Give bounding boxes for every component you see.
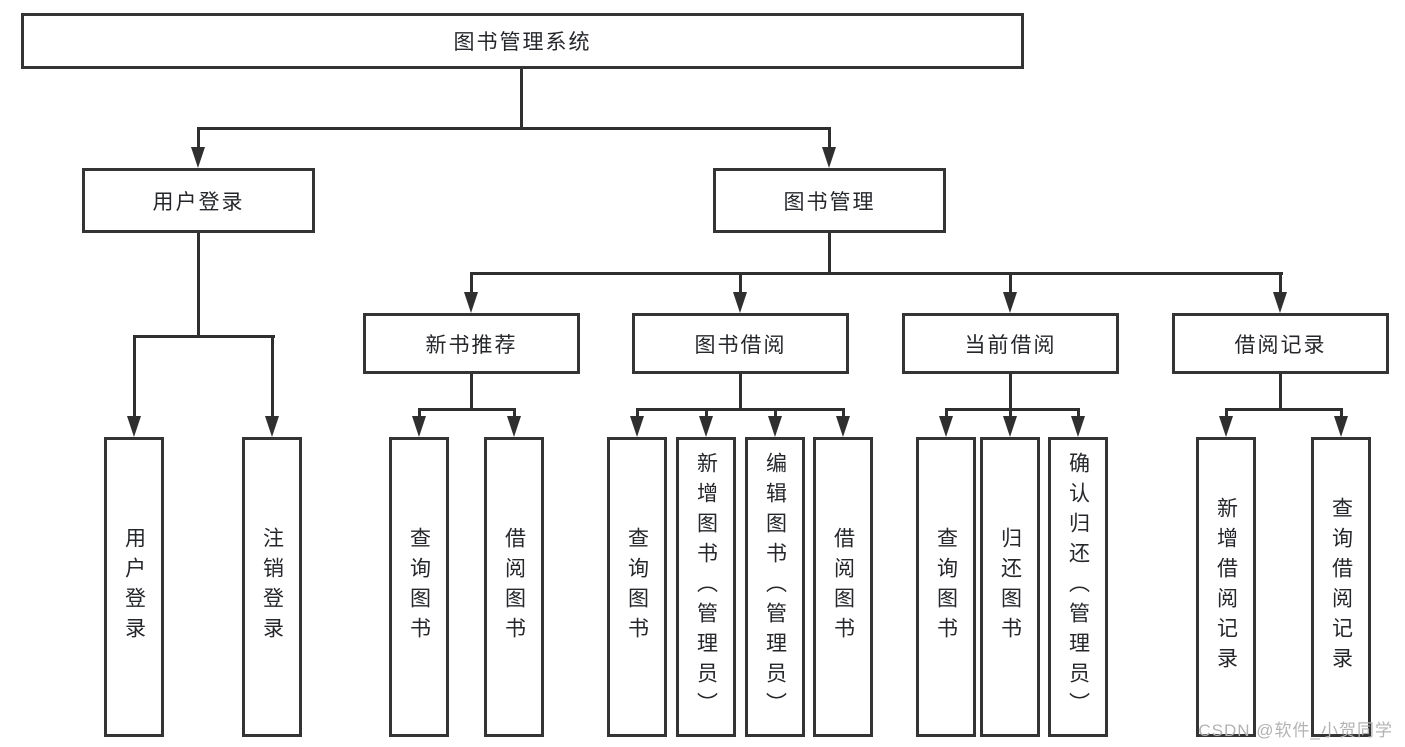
arrow-down-icon xyxy=(699,416,713,437)
edge-borrowing-records-stub xyxy=(1279,374,1282,410)
edge-book-borrowing-stub xyxy=(739,374,742,410)
edge-user-login-stub xyxy=(197,233,200,337)
arrow-down-icon xyxy=(768,416,782,437)
leaf-return-books: 归还图书 xyxy=(980,437,1040,737)
leaf-confirm-return-admin: 确认归还（管理员） xyxy=(1048,437,1108,737)
edge-user-login-hline xyxy=(133,335,275,338)
arrow-down-icon xyxy=(939,416,953,437)
arrow-down-icon xyxy=(127,416,141,437)
edge-borrowing-records-hline xyxy=(1225,408,1343,411)
edge-leaf-line xyxy=(1340,408,1343,419)
edge-leaf-line xyxy=(842,408,845,419)
arrow-down-icon xyxy=(836,416,850,437)
arrow-down-icon xyxy=(1334,416,1348,437)
edge-to-user-login-line xyxy=(197,127,200,151)
arrow-down-icon xyxy=(1219,416,1233,437)
leaf-add-borrow-record: 新增借阅记录 xyxy=(1196,437,1256,737)
leaf-query-borrow-record: 查询借阅记录 xyxy=(1311,437,1371,737)
node-borrowing-records: 借阅记录 xyxy=(1172,313,1389,374)
edge-to-current-borrowing-line xyxy=(1009,272,1012,295)
arrow-down-icon xyxy=(464,292,478,313)
edge-to-leaf-logout-line xyxy=(271,335,274,419)
leaf-edit-books-admin: 编辑图书（管理员） xyxy=(745,437,805,737)
leaf-borrow-books-borrowing: 借阅图书 xyxy=(813,437,873,737)
edge-leaf-line xyxy=(1009,408,1012,419)
leaf-query-books-recommend: 查询图书 xyxy=(389,437,449,737)
edge-to-book-borrowing-line xyxy=(739,272,742,295)
leaf-query-books-current: 查询图书 xyxy=(916,437,976,737)
edge-leaf-line xyxy=(774,408,777,419)
node-user-login: 用户登录 xyxy=(82,168,315,233)
edge-to-leaf-user-login-line xyxy=(133,335,136,419)
arrow-down-icon xyxy=(412,416,426,437)
edge-leaf-line xyxy=(636,408,639,419)
edge-to-book-management-line xyxy=(828,127,831,151)
edge-leaf-line xyxy=(418,408,421,419)
edge-leaf-line xyxy=(705,408,708,419)
edge-leaf-line xyxy=(513,408,516,419)
node-root: 图书管理系统 xyxy=(21,13,1024,69)
edge-new-book-recommend-hline xyxy=(418,408,516,411)
arrow-down-icon xyxy=(822,147,836,168)
edge-to-new-book-recommend-line xyxy=(470,272,473,295)
leaf-borrow-books-recommend: 借阅图书 xyxy=(484,437,544,737)
edge-leaf-line xyxy=(1225,408,1228,419)
leaf-query-books-borrowing: 查询图书 xyxy=(607,437,667,737)
leaf-logout: 注销登录 xyxy=(242,437,302,737)
edge-book-management-stub xyxy=(828,233,831,274)
node-new-book-recommend: 新书推荐 xyxy=(363,313,580,374)
arrow-down-icon xyxy=(733,292,747,313)
arrow-down-icon xyxy=(191,147,205,168)
leaf-user-login: 用户登录 xyxy=(104,437,164,737)
csdn-watermark: CSDN @软件_小贺同学 xyxy=(1198,721,1393,740)
edge-root-stub xyxy=(520,69,523,127)
edge-book-borrowing-hline xyxy=(636,408,845,411)
edge-leaf-line xyxy=(1077,408,1080,419)
edge-leaf-line xyxy=(945,408,948,419)
arrow-down-icon xyxy=(1003,292,1017,313)
arrow-down-icon xyxy=(507,416,521,437)
edge-to-borrowing-records-line xyxy=(1279,272,1282,295)
arrow-down-icon xyxy=(1071,416,1085,437)
edge-new-book-recommend-stub xyxy=(470,374,473,410)
arrow-down-icon xyxy=(265,416,279,437)
arrow-down-icon xyxy=(630,416,644,437)
arrow-down-icon xyxy=(1273,292,1287,313)
node-book-management: 图书管理 xyxy=(713,168,946,233)
edge-root-hline xyxy=(197,127,831,130)
arrow-down-icon xyxy=(1003,416,1017,437)
edge-current-borrowing-hline xyxy=(945,408,1080,411)
edge-book-management-hline xyxy=(470,272,1283,275)
node-current-borrowing: 当前借阅 xyxy=(902,313,1119,374)
leaf-add-books-admin: 新增图书（管理员） xyxy=(676,437,736,737)
node-book-borrowing: 图书借阅 xyxy=(632,313,849,374)
edge-current-borrowing-stub xyxy=(1009,374,1012,410)
